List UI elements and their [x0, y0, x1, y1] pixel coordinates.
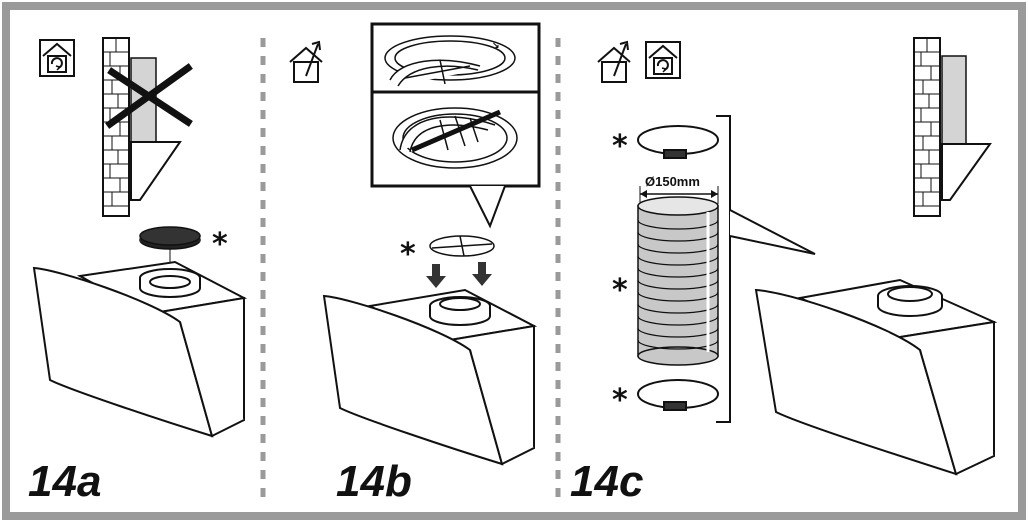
hose-clamp-bottom	[637, 379, 719, 411]
down-arrow-left	[426, 264, 446, 288]
panel-label-14a: 14a	[28, 457, 101, 506]
panel-14b: ↘ *	[289, 22, 541, 506]
hood-profile-right	[941, 143, 992, 201]
brick-wall-right	[913, 37, 941, 217]
recirculation-house-icon	[39, 39, 75, 77]
asterisk-damper: *	[400, 237, 416, 272]
panel-label-14c: 14c	[570, 457, 643, 506]
hose-clamp-top	[637, 125, 719, 159]
diameter-label: Ø150mm	[645, 174, 700, 189]
flexible-duct	[637, 196, 719, 366]
extraction-house-icon-2	[597, 40, 631, 83]
hood-profile	[130, 141, 182, 201]
asterisk-clamp-top: *	[612, 129, 628, 164]
brick-wall	[102, 37, 130, 217]
detail-inset: ↘	[370, 22, 541, 229]
hood-body-14c	[754, 278, 998, 476]
asterisk-clamp-bottom: *	[612, 383, 628, 418]
panel-14a: * 14a	[28, 37, 248, 506]
down-arrow-right	[472, 262, 492, 286]
recirculation-house-icon-2	[645, 41, 681, 79]
asterisk-duct: *	[612, 273, 628, 308]
panel-label-14b: 14b	[336, 457, 412, 506]
inset-angle-mark: ↘	[492, 40, 500, 50]
asterisk-filter: *	[212, 227, 228, 262]
charcoal-filter	[139, 226, 201, 268]
kit-bracket	[716, 115, 731, 423]
diameter-dimension	[639, 186, 719, 204]
hood-body	[32, 260, 248, 438]
extraction-house-icon	[289, 40, 323, 83]
damper-plate	[429, 235, 495, 257]
kit-callout	[729, 209, 816, 255]
chimney-duct-right	[941, 55, 967, 145]
hood-body-14b	[322, 288, 538, 466]
cross-mark	[105, 63, 193, 129]
panel-14c: * Ø150mm *	[570, 37, 998, 506]
